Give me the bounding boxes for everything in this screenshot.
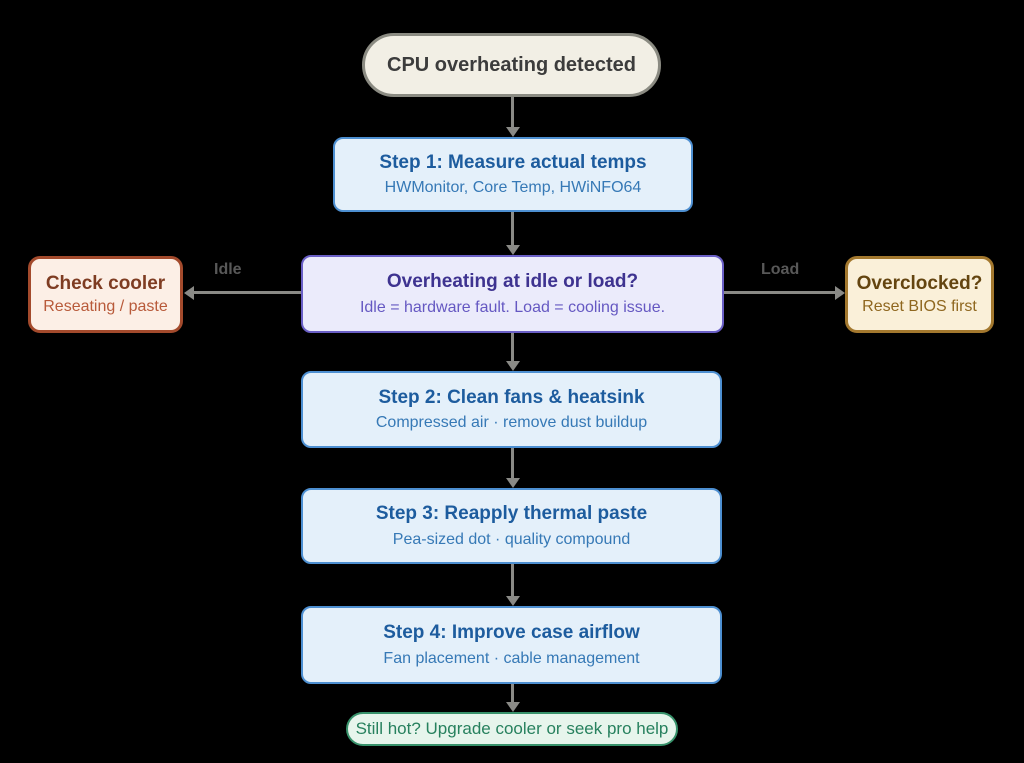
edge-label-load: Load [761, 261, 800, 278]
node-start: CPU overheating detected [362, 33, 661, 97]
node-load-branch: Overclocked? Reset BIOS first [845, 256, 994, 333]
arrow-decision-to-idle-branch [194, 291, 301, 294]
node-end-label: Still hot? Upgrade cooler or seek pro he… [355, 719, 669, 739]
node-load-branch-subtitle: Reset BIOS first [862, 298, 977, 316]
node-end: Still hot? Upgrade cooler or seek pro he… [346, 712, 678, 746]
node-step3-subtitle: Pea-sized dot · quality compound [392, 530, 631, 548]
node-load-branch-title: Overclocked? [856, 272, 983, 294]
edge-label-idle: Idle [214, 261, 242, 278]
node-step2-subtitle: Compressed air · remove dust buildup [375, 414, 648, 432]
arrow-step2-to-step3 [511, 448, 514, 478]
node-step4-subtitle: Fan placement · cable management [383, 649, 640, 667]
node-step3-title: Step 3: Reapply thermal paste [375, 503, 648, 525]
arrow-step4-to-end [511, 684, 514, 702]
node-step1-title: Step 1: Measure actual temps [379, 151, 647, 173]
arrow-decision-to-step2 [511, 333, 514, 361]
node-step2-title: Step 2: Clean fans & heatsink [378, 386, 645, 408]
node-idle-branch: Check cooler Reseating / paste [28, 256, 183, 333]
node-step4: Step 4: Improve case airflow Fan placeme… [301, 606, 722, 684]
node-step1: Step 1: Measure actual temps HWMonitor, … [333, 137, 693, 212]
node-decision-subtitle: Idle = hardware fault. Load = cooling is… [359, 298, 666, 316]
node-step3: Step 3: Reapply thermal paste Pea-sized … [301, 488, 722, 564]
node-decision-title: Overheating at idle or load? [386, 271, 639, 293]
node-start-label: CPU overheating detected [387, 53, 636, 76]
arrow-step3-to-step4 [511, 564, 514, 596]
node-step1-subtitle: HWMonitor, Core Temp, HWiNFO64 [384, 179, 642, 197]
node-decision: Overheating at idle or load? Idle = hard… [301, 255, 724, 333]
node-idle-branch-subtitle: Reseating / paste [43, 298, 168, 316]
node-idle-branch-title: Check cooler [45, 272, 166, 294]
node-step2: Step 2: Clean fans & heatsink Compressed… [301, 371, 722, 448]
node-step4-title: Step 4: Improve case airflow [383, 622, 640, 644]
arrow-step1-to-decision [511, 212, 514, 245]
arrow-start-to-step1 [511, 97, 514, 127]
arrow-decision-to-load-branch [724, 291, 835, 294]
